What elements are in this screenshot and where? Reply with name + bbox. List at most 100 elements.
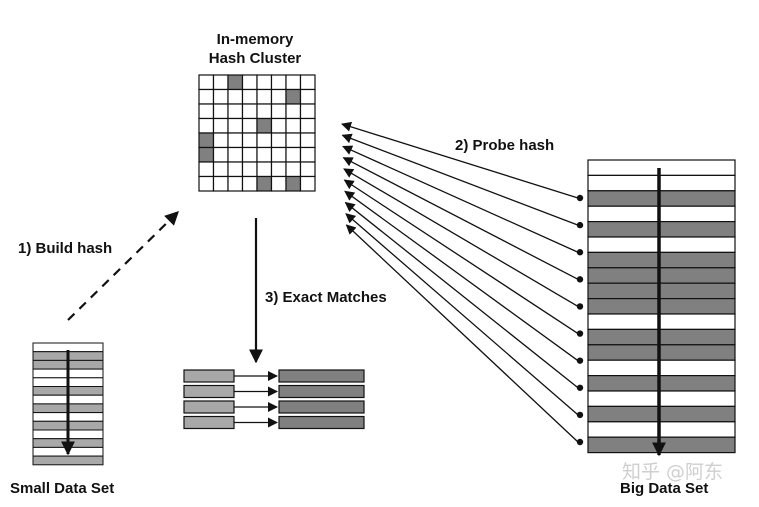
probe-arrow xyxy=(342,145,579,253)
hash-cell xyxy=(270,146,287,163)
probe-source-dot xyxy=(576,276,584,283)
hash-cell xyxy=(241,146,258,163)
probe-source-dot xyxy=(576,249,584,256)
hash-cell xyxy=(270,74,287,91)
hash-cell xyxy=(227,175,244,192)
hash-cell xyxy=(212,103,229,120)
probe-arrow xyxy=(343,168,579,308)
hash-cell xyxy=(270,175,287,192)
hash-cell xyxy=(227,146,244,163)
small-data-set-label: Small Data Set xyxy=(10,480,114,497)
hash-cell xyxy=(299,117,316,134)
hash-cell xyxy=(198,74,215,91)
big-data-set-label: Big Data Set xyxy=(620,480,708,497)
match-small-row xyxy=(183,369,235,383)
small-data-set-table xyxy=(32,342,104,466)
hash-cell-filled xyxy=(256,175,273,192)
hash-cell xyxy=(256,161,273,178)
big-set-row-shaded xyxy=(587,436,736,454)
hash-cell xyxy=(212,175,229,192)
build-hash-arrow xyxy=(67,211,179,321)
big-set-row xyxy=(587,313,736,330)
probe-arrow xyxy=(344,201,579,389)
hash-cell xyxy=(299,88,316,105)
exact-matches-label: 3) Exact Matches xyxy=(265,289,387,306)
hash-cell xyxy=(270,117,287,134)
probe-source-dot xyxy=(576,303,584,310)
hash-cell xyxy=(270,132,287,149)
hash-cell xyxy=(270,88,287,105)
probe-arrow xyxy=(341,121,579,199)
hash-cell xyxy=(227,161,244,178)
probe-arrow xyxy=(342,157,579,280)
hash-cluster-title-line2: Hash Cluster xyxy=(209,50,302,67)
probe-arrows xyxy=(341,121,584,446)
big-set-row xyxy=(587,421,736,438)
probe-source-dot xyxy=(576,221,584,229)
hash-cell-filled xyxy=(285,175,302,192)
hash-cell xyxy=(198,103,215,120)
hash-cell-filled xyxy=(227,74,244,91)
match-small-row xyxy=(183,415,235,430)
hash-cell xyxy=(299,103,316,120)
hash-cell xyxy=(227,132,244,149)
hash-cell-filled xyxy=(285,88,302,105)
hash-cell xyxy=(198,175,215,192)
hash-cell xyxy=(227,88,244,105)
big-set-row xyxy=(587,236,736,253)
hash-cell xyxy=(241,161,258,178)
hash-cell xyxy=(299,175,316,192)
big-set-row-shaded xyxy=(587,190,736,207)
big-data-set-table xyxy=(587,159,736,457)
hash-cell xyxy=(285,132,302,149)
big-set-row-shaded xyxy=(587,375,736,392)
hash-cell xyxy=(256,146,273,163)
hash-cell xyxy=(198,161,215,178)
probe-source-dot xyxy=(576,194,584,202)
match-small-row xyxy=(183,384,235,399)
small-set-row-shaded xyxy=(32,455,104,466)
probe-source-dot xyxy=(576,357,584,364)
hash-cell xyxy=(241,103,258,120)
probe-source-dot xyxy=(576,438,584,446)
probe-source-dot xyxy=(576,411,584,419)
big-set-row xyxy=(587,390,736,407)
match-big-row xyxy=(278,384,365,399)
match-small-row xyxy=(183,400,235,414)
probe-arrow xyxy=(345,213,579,416)
hash-cell xyxy=(241,74,258,91)
hash-cell xyxy=(256,132,273,149)
probe-source-dot xyxy=(576,384,584,391)
watermark: 知乎 @阿东 xyxy=(622,461,723,483)
hash-cell xyxy=(227,117,244,134)
hash-cell xyxy=(227,103,244,120)
hash-cell xyxy=(212,146,229,163)
big-set-row-shaded xyxy=(587,344,736,361)
big-set-row-shaded xyxy=(587,282,736,300)
big-set-row xyxy=(587,205,736,223)
match-big-row xyxy=(278,400,365,414)
hash-cell xyxy=(285,146,302,163)
hash-cell xyxy=(256,103,273,120)
big-set-row-shaded xyxy=(587,251,736,269)
hash-cluster-title-line1: In-memory xyxy=(217,31,294,48)
hash-cell xyxy=(256,88,273,105)
hash-cell xyxy=(299,74,316,91)
probe-arrow xyxy=(344,190,579,362)
hash-cell-filled xyxy=(256,117,273,134)
match-big-row xyxy=(278,415,365,430)
hash-cell xyxy=(198,88,215,105)
hash-cell-filled xyxy=(198,132,215,149)
hash-cell-filled xyxy=(198,146,215,163)
hash-cell xyxy=(285,103,302,120)
build-hash-label: 1) Build hash xyxy=(18,240,112,257)
hash-cell xyxy=(299,146,316,163)
hash-cell xyxy=(212,88,229,105)
probe-arrow xyxy=(343,179,579,335)
hash-cell xyxy=(256,74,273,91)
hash-cell xyxy=(270,103,287,120)
probe-arrow xyxy=(341,133,579,226)
probe-source-dot xyxy=(576,330,584,337)
